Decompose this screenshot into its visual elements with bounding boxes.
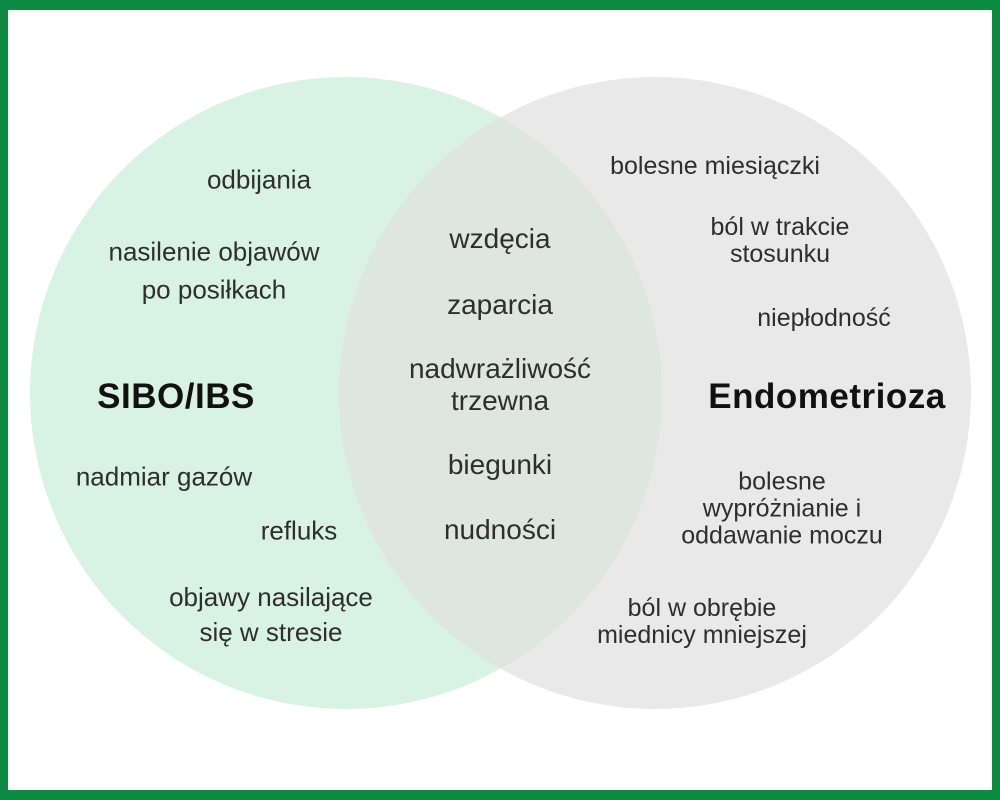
item-bolesne-wyproznianie: bolesne wypróżnianie i oddawanie moczu bbox=[681, 467, 883, 550]
item-wzdecia: wzdęcia bbox=[449, 223, 551, 255]
item-bol-w-obrebie-miednicy: ból w obrębie miednicy mniejszej bbox=[597, 594, 807, 649]
item-odbijania: odbijania bbox=[206, 164, 312, 195]
item-nadwrazliwosc-trzewna: nadwrażliwość trzewna bbox=[408, 352, 592, 416]
overlap-region bbox=[339, 77, 662, 709]
item-bolesne-miesiaczki: bolesne miesiączki bbox=[610, 152, 820, 180]
item-refluks: refluks bbox=[260, 515, 338, 546]
endometrioza-title: Endometrioza bbox=[708, 377, 946, 416]
item-nasilenie-objawow: nasilenie objawów po posiłkach bbox=[108, 236, 320, 304]
item-biegunki: biegunki bbox=[447, 449, 553, 481]
item-nieplodnosc: niepłodność bbox=[757, 304, 891, 332]
item-nudnosci: nudności bbox=[443, 514, 557, 546]
item-zaparcia: zaparcia bbox=[447, 289, 553, 321]
sibo-title: SIBO/IBS bbox=[97, 377, 255, 416]
item-bol-w-trakcie-stosunku: ból w trakcie stosunku bbox=[710, 213, 850, 268]
item-objawy-nasilajace: objawy nasilające się w stresie bbox=[169, 581, 373, 647]
item-nadmiar-gazow: nadmiar gazów bbox=[75, 461, 253, 492]
